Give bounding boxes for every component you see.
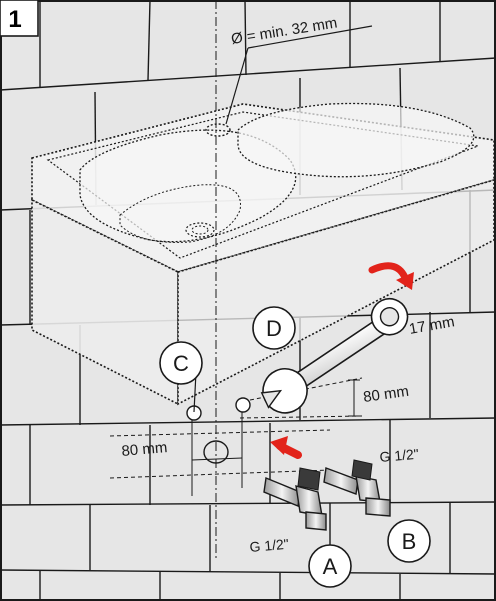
angle-valve-a xyxy=(263,467,327,531)
horizontal-spacing-label: 80 mm xyxy=(121,439,168,460)
thread-label-b: G 1/2" xyxy=(379,446,419,465)
horizontal-dimension xyxy=(109,412,331,496)
angle-valve-b xyxy=(323,459,391,517)
callout-d: D xyxy=(252,306,296,350)
thread-label-a: G 1/2" xyxy=(249,536,289,555)
rotation-arrow xyxy=(368,262,414,290)
drain-hole xyxy=(205,25,373,137)
callout-c: C xyxy=(159,341,203,385)
callout-b-letter: B xyxy=(402,529,417,554)
callout-a: A xyxy=(308,544,352,588)
callout-a-letter: A xyxy=(323,554,338,579)
wall-connections xyxy=(186,397,251,464)
callout-b: B xyxy=(387,519,431,563)
step-number: 1 xyxy=(8,6,21,33)
sink-outline xyxy=(31,102,495,406)
callout-c-letter: C xyxy=(173,351,189,376)
insertion-arrow xyxy=(270,436,302,459)
callout-d-letter: D xyxy=(266,316,282,341)
step-number-box: 1 xyxy=(0,0,39,37)
wrench xyxy=(260,297,409,414)
vertical-spacing-label: 80 mm xyxy=(362,383,410,406)
